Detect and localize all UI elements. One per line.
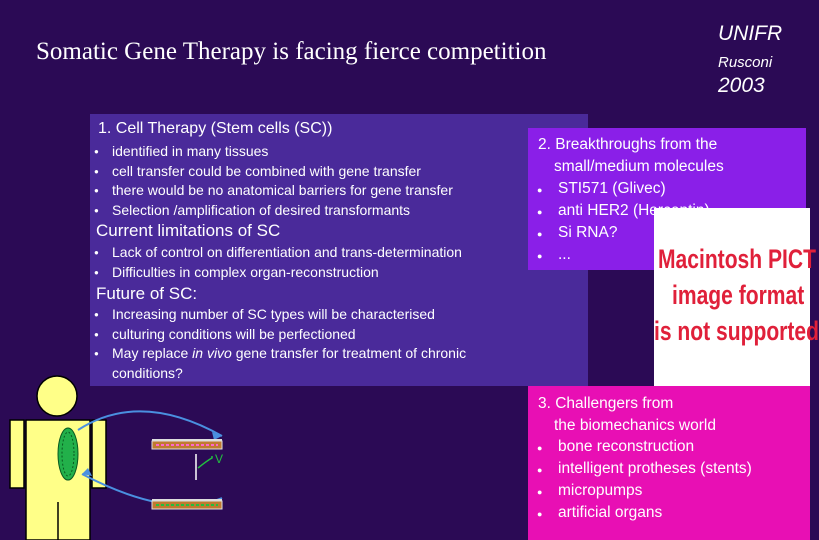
reinjection-arrow-head bbox=[82, 468, 92, 476]
breakthroughs-heading-2: small/medium molecules bbox=[554, 158, 724, 175]
unsupported-image-placeholder: Macintosh PICT image format is not suppo… bbox=[654, 208, 819, 386]
challengers-heading-2: the biomechanics world bbox=[554, 417, 716, 434]
list-item: cell transfer could be combined with gen… bbox=[90, 162, 453, 182]
future-list: Increasing number of SC types will be ch… bbox=[90, 305, 530, 383]
list-item: intelligent protheses (stents) bbox=[534, 458, 752, 481]
list-item: Lack of control on differentiation and t… bbox=[90, 243, 462, 263]
list-item: artificial organs bbox=[534, 502, 752, 525]
future-heading: Future of SC: bbox=[96, 284, 198, 303]
author-label: Rusconi bbox=[718, 54, 773, 71]
list-item: there would be no anatomical barriers fo… bbox=[90, 181, 453, 201]
future-text-italic: in vivo bbox=[192, 345, 232, 361]
vector-curve bbox=[197, 456, 213, 469]
list-item: STI571 (Glivec) bbox=[534, 178, 710, 201]
vector-label: V bbox=[215, 452, 223, 466]
list-item: micropumps bbox=[534, 480, 752, 503]
gene-transfer-illustration: V bbox=[9, 375, 223, 540]
cell-therapy-box: 1. Cell Therapy (Stem cells (SC)) identi… bbox=[90, 114, 588, 386]
organ-icon bbox=[57, 427, 79, 481]
list-item: Si RNA? bbox=[534, 222, 710, 245]
list-item: culturing conditions will be perfectione… bbox=[90, 325, 530, 345]
placeholder-line-1: Macintosh PICT bbox=[658, 244, 816, 274]
challengers-box: 3. Challengers from the biomechanics wor… bbox=[528, 386, 810, 540]
year-label: 2003 bbox=[718, 74, 765, 97]
list-item: Increasing number of SC types will be ch… bbox=[90, 305, 530, 325]
list-item: identified in many tissues bbox=[90, 142, 453, 162]
limitations-list: Lack of control on differentiation and t… bbox=[90, 243, 462, 282]
cell-therapy-heading: 1. Cell Therapy (Stem cells (SC)) bbox=[98, 120, 333, 137]
future-text-b: gene transfer for treatment of chronic bbox=[231, 345, 467, 361]
culture-plate-bottom-icon bbox=[151, 499, 223, 510]
future-text-c: conditions? bbox=[112, 364, 183, 381]
challengers-list: bone reconstruction intelligent prothese… bbox=[534, 436, 752, 525]
list-item: ... bbox=[534, 244, 710, 267]
limitations-heading: Current limitations of SC bbox=[96, 221, 281, 240]
extraction-arrow bbox=[77, 410, 223, 437]
breakthroughs-heading: 2. Breakthroughs from the bbox=[538, 136, 718, 153]
extraction-arrow-head bbox=[212, 432, 222, 440]
list-item: bone reconstruction bbox=[534, 436, 752, 459]
placeholder-line-3: is not supported bbox=[654, 316, 819, 346]
org-label: UNIFR bbox=[718, 22, 783, 45]
slide-title: Somatic Gene Therapy is facing fierce co… bbox=[36, 38, 547, 65]
culture-plate-top-icon bbox=[151, 439, 223, 450]
cell-therapy-list: identified in many tissues cell transfer… bbox=[90, 142, 453, 220]
future-text-a: May replace bbox=[112, 345, 193, 361]
placeholder-line-2: image format bbox=[672, 280, 805, 310]
list-item: Difficulties in complex organ-reconstruc… bbox=[90, 263, 462, 283]
list-item: May replace in vivo gene transfer for tr… bbox=[90, 344, 530, 383]
list-item: Selection /amplification of desired tran… bbox=[90, 201, 453, 221]
challengers-heading: 3. Challengers from bbox=[538, 395, 674, 412]
